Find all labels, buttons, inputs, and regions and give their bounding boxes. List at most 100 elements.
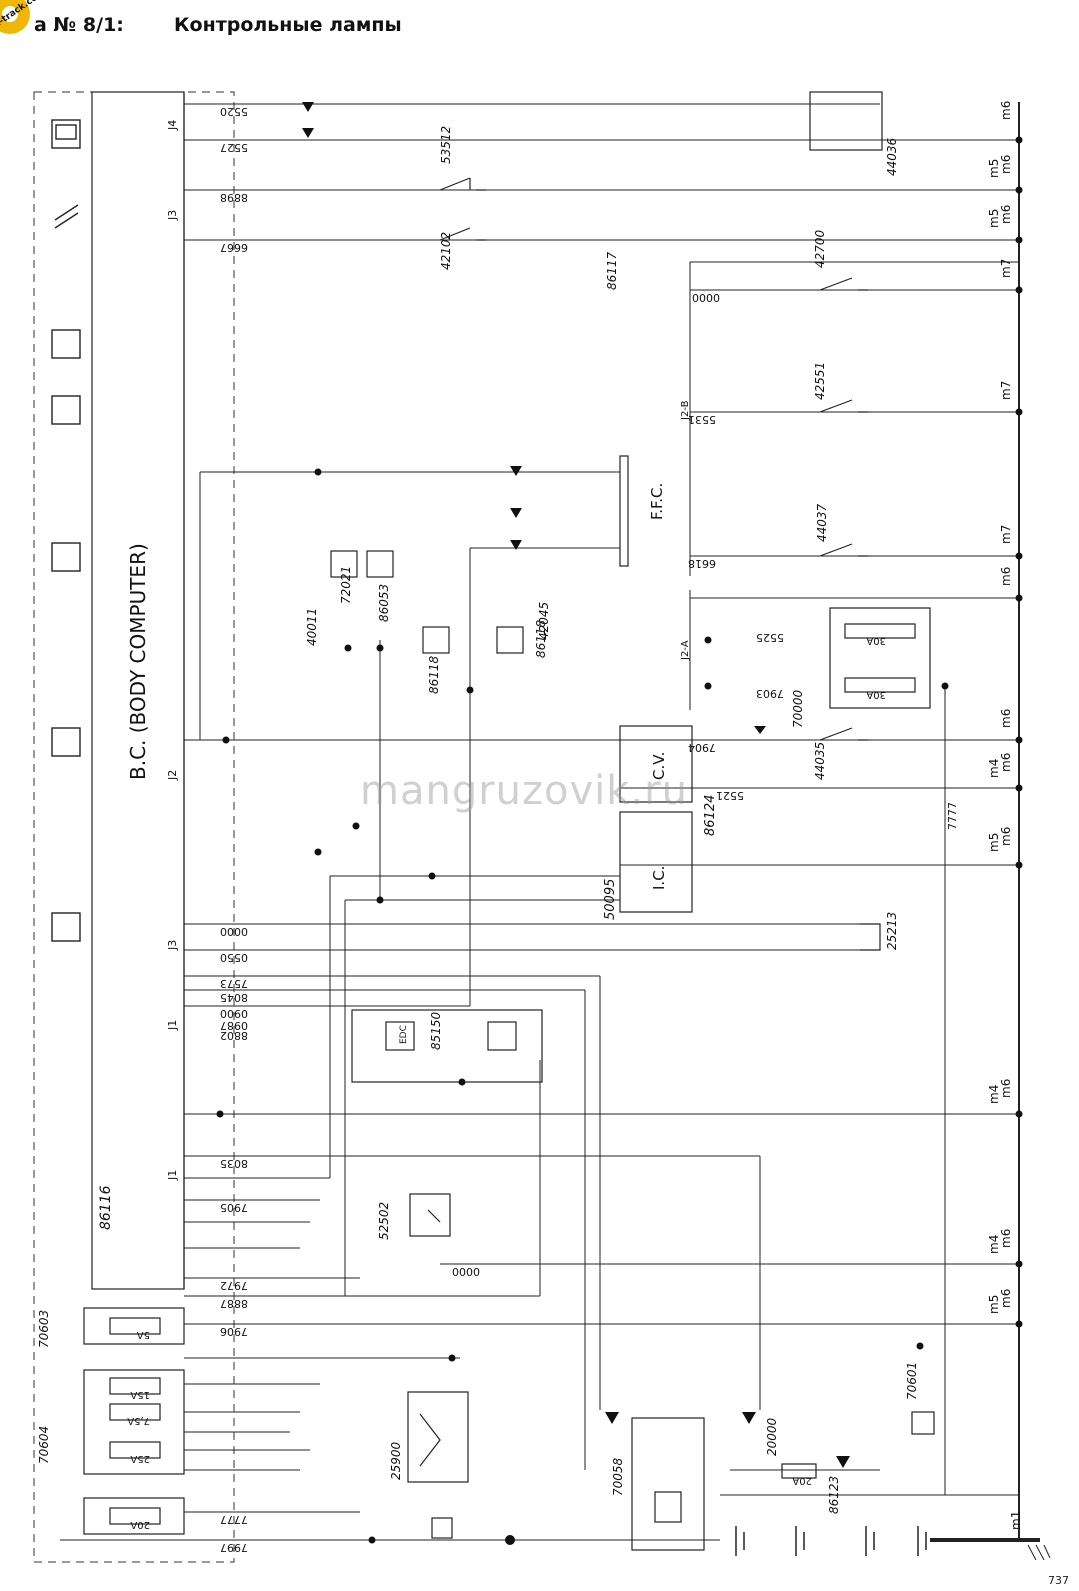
ground-label-m6: m6 bbox=[999, 1289, 1013, 1308]
diagram-number: а № 8/1: bbox=[34, 14, 124, 36]
ground-label-m5: m5 bbox=[987, 209, 1001, 228]
wire-code-7904: 7904 bbox=[688, 741, 716, 754]
switch-52502 bbox=[407, 1391, 469, 1483]
wire-7777: 7777 bbox=[946, 802, 959, 830]
fuse-70601 bbox=[83, 1307, 185, 1345]
ground-label-m6: m6 bbox=[999, 753, 1013, 772]
ground-label-m6: m6 bbox=[999, 1229, 1013, 1248]
screen-inner bbox=[55, 124, 77, 140]
warning-icons-column bbox=[51, 119, 81, 942]
wire-code-0000: 0000 bbox=[452, 1265, 480, 1278]
ground-label-m5: m5 bbox=[987, 159, 1001, 178]
component-70603: 70603 bbox=[37, 1310, 51, 1348]
component-boxes bbox=[83, 91, 935, 1551]
component-42551: 42551 bbox=[813, 362, 827, 400]
diagram-title: Контрольные лампы bbox=[174, 14, 402, 36]
ic-id: 50095 bbox=[603, 879, 618, 920]
wire-code-7905: 7905 bbox=[220, 1201, 248, 1214]
ground-label-m1: m1 bbox=[1009, 1511, 1023, 1530]
cv-label: C.V. bbox=[650, 752, 668, 780]
component-42045: 42045 bbox=[537, 602, 551, 640]
logo: u-track.com bbox=[0, 0, 64, 50]
ground-label-m7: m7 bbox=[999, 525, 1013, 544]
wire-code-0000: 0000 bbox=[692, 291, 720, 304]
wire-code-5527: 5527 bbox=[220, 141, 248, 154]
wire-code-7906: 7906 bbox=[220, 1325, 248, 1338]
wires bbox=[60, 103, 1019, 1541]
wire-code-7997: 7997 bbox=[220, 1541, 248, 1554]
edc-id: 85150 bbox=[429, 1011, 443, 1050]
wire-code-6618: 6618 bbox=[688, 557, 716, 570]
component-86118: 86118 bbox=[534, 619, 548, 658]
bc-dashed-border bbox=[33, 91, 235, 1563]
fuse-label-20A: 20A bbox=[130, 1519, 150, 1530]
fuse-label-30A: 30A bbox=[866, 635, 886, 646]
wire-code-7777: 7777 bbox=[220, 1513, 248, 1526]
component-86118: 86118 bbox=[427, 655, 441, 694]
bc-id: 86116 bbox=[98, 1185, 114, 1230]
wire-code-8898: 8898 bbox=[220, 191, 248, 204]
wire-code-5531: 5531 bbox=[688, 413, 716, 426]
fuse-label-15A: 15A bbox=[130, 1389, 150, 1400]
component-53512: 53512 bbox=[439, 126, 453, 164]
fuse-label-25A: 25A bbox=[130, 1453, 150, 1464]
component-44037: 44037 bbox=[815, 503, 829, 542]
connector-j1b: J1 bbox=[166, 1170, 179, 1181]
icon-lights bbox=[51, 727, 81, 757]
cv-id: 86124 bbox=[703, 795, 718, 836]
component-70000: 70000 bbox=[791, 689, 805, 728]
wire-code-8035: 8035 bbox=[220, 1157, 248, 1170]
watermark: mangruzovik.ru bbox=[360, 768, 688, 814]
component-86053: 86053 bbox=[377, 584, 391, 622]
component-44036: 44036 bbox=[885, 137, 899, 176]
wire-code-0900: 0900 bbox=[220, 1007, 248, 1020]
junctions bbox=[216, 136, 1023, 1545]
component-25213: 25213 bbox=[885, 912, 899, 950]
wire-code-7903: 7903 bbox=[756, 687, 784, 700]
connector-j3: J3 bbox=[166, 210, 179, 221]
fuse-label-7,5A: 7,5A bbox=[127, 1415, 150, 1426]
component-86117: 86117 bbox=[605, 251, 619, 290]
cv-box bbox=[619, 725, 693, 803]
fuse-70604 bbox=[83, 1497, 185, 1535]
ground-label-m5: m5 bbox=[987, 833, 1001, 852]
battery-20000 bbox=[735, 1526, 927, 1556]
arrows bbox=[302, 102, 850, 1468]
relay-25900 bbox=[631, 1417, 705, 1551]
switches bbox=[419, 177, 881, 1467]
fuse-label-5A: 5A bbox=[137, 1329, 150, 1340]
component-70058: 70058 bbox=[611, 1457, 625, 1496]
fuse-label-30A: 30A bbox=[866, 689, 886, 700]
ground-label-m4: m4 bbox=[987, 1235, 1001, 1254]
ground-label-m4: m4 bbox=[987, 1085, 1001, 1104]
wire-code-0550: 0550 bbox=[220, 951, 248, 964]
wire-code-6667: 6667 bbox=[220, 241, 248, 254]
relay-25213 bbox=[409, 1193, 451, 1237]
component-20000: 20000 bbox=[765, 1417, 779, 1456]
ground-label-m4: m4 bbox=[987, 759, 1001, 778]
component-42700: 42700 bbox=[813, 229, 827, 268]
component-86123: 86123 bbox=[827, 1476, 841, 1514]
wire-code-0000: 0000 bbox=[220, 925, 248, 938]
component-40011: 40011 bbox=[305, 608, 319, 646]
wire-code-5525: 5525 bbox=[756, 631, 784, 644]
component-44035: 44035 bbox=[813, 742, 827, 780]
fuse-label-20A: 20A bbox=[792, 1475, 812, 1486]
ground-label-m6: m6 bbox=[999, 101, 1013, 120]
ground-label-m6: m6 bbox=[999, 1079, 1013, 1098]
wire-code-8802: 8802 bbox=[220, 1029, 248, 1042]
wire-code-7573: 7573 bbox=[220, 977, 248, 990]
ground-label-m7: m7 bbox=[999, 259, 1013, 278]
ground-label-m6: m6 bbox=[999, 155, 1013, 174]
icon-filter bbox=[51, 329, 81, 359]
connector-j2: J2 bbox=[166, 770, 179, 781]
component-52502: 52502 bbox=[377, 1202, 391, 1240]
wire-code-7972: 7972 bbox=[220, 1279, 248, 1292]
component-70601: 70601 bbox=[905, 1362, 919, 1400]
wire-code-8045: 8045 bbox=[220, 991, 248, 1004]
icon-seat bbox=[51, 542, 81, 572]
icon-screen bbox=[51, 119, 81, 149]
ground-label-m5: m5 bbox=[987, 1295, 1001, 1314]
icon-coolant bbox=[51, 395, 81, 425]
fcc-label: F.F.C. bbox=[648, 483, 666, 520]
